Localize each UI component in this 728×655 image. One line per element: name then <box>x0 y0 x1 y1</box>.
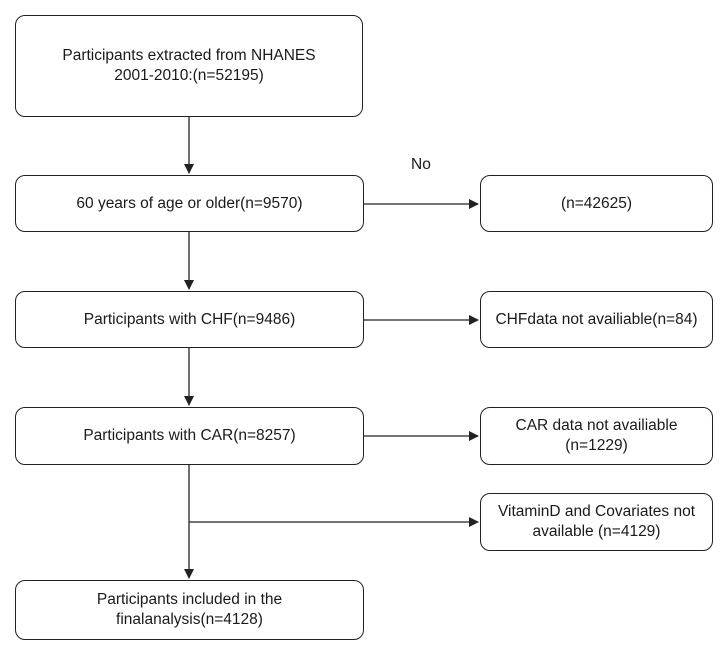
label-no: No <box>411 156 431 173</box>
box-participants-chf: Participants with CHF(n=9486) <box>15 291 364 348</box>
box-final-analysis: Participants included in the finalanalys… <box>15 580 364 640</box>
box-excluded-chf: CHFdata not availiable(n=84) <box>480 291 713 348</box>
box-excluded-vitamind: VitaminD and Covariates not available (n… <box>480 493 713 551</box>
box-participants-extracted: Participants extracted from NHANES 2001-… <box>15 15 363 117</box>
box-participants-car: Participants with CAR(n=8257) <box>15 407 364 465</box>
box-excluded-car: CAR data not availiable (n=1229) <box>480 407 713 465</box>
box-age-60-older: 60 years of age or older(n=9570) <box>15 175 364 232</box>
box-excluded-age: (n=42625) <box>480 175 713 232</box>
